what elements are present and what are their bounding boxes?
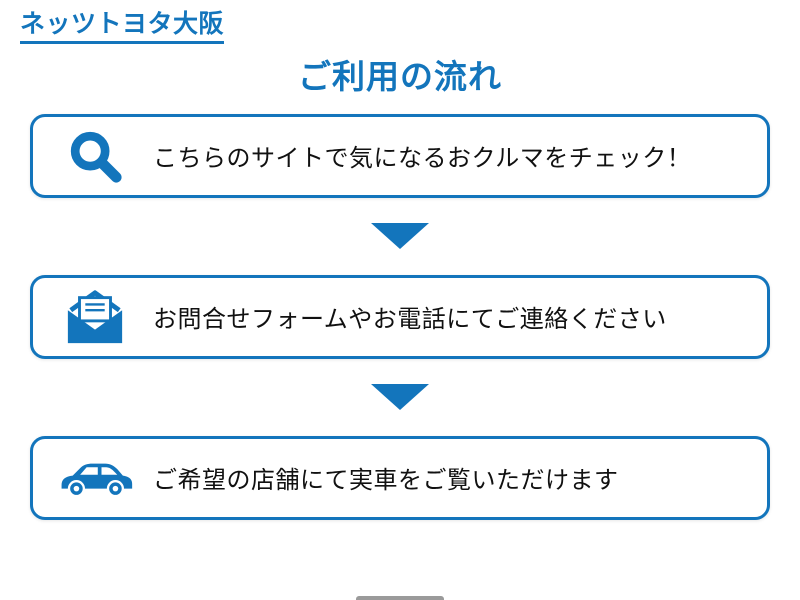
search-icon xyxy=(53,127,137,185)
bottom-partial-element xyxy=(356,596,444,600)
flow-step-contact: お問合せフォームやお電話にてご連絡ください xyxy=(30,274,770,359)
page-title: ご利用の流れ xyxy=(298,57,502,95)
site-logo[interactable]: ネッツトヨタ大阪 xyxy=(20,10,225,44)
site-header: ネッツトヨタ大阪 xyxy=(0,0,800,44)
down-arrow-icon xyxy=(371,223,429,250)
flow-arrow-row xyxy=(30,359,770,436)
usage-flow: こちらのサイトで気になるおクルマをチェック！ お問合せフォームやお電話にてご連絡… xyxy=(0,113,800,520)
open-mail-icon xyxy=(53,288,137,346)
car-icon xyxy=(53,455,137,500)
down-arrow-icon xyxy=(371,384,429,411)
flow-arrow-row xyxy=(30,198,770,275)
flow-step-label: お問合せフォームやお電話にてご連絡ください xyxy=(153,306,667,334)
flow-step-label: ご希望の店舗にて実車をご覧いただけます xyxy=(153,467,619,495)
flow-step-check-site: こちらのサイトで気になるおクルマをチェック！ xyxy=(30,113,770,198)
flow-step-label: こちらのサイトで気になるおクルマをチェック！ xyxy=(153,145,692,173)
flow-step-visit-shop: ご希望の店舗にて実車をご覧いただけます xyxy=(30,435,770,520)
